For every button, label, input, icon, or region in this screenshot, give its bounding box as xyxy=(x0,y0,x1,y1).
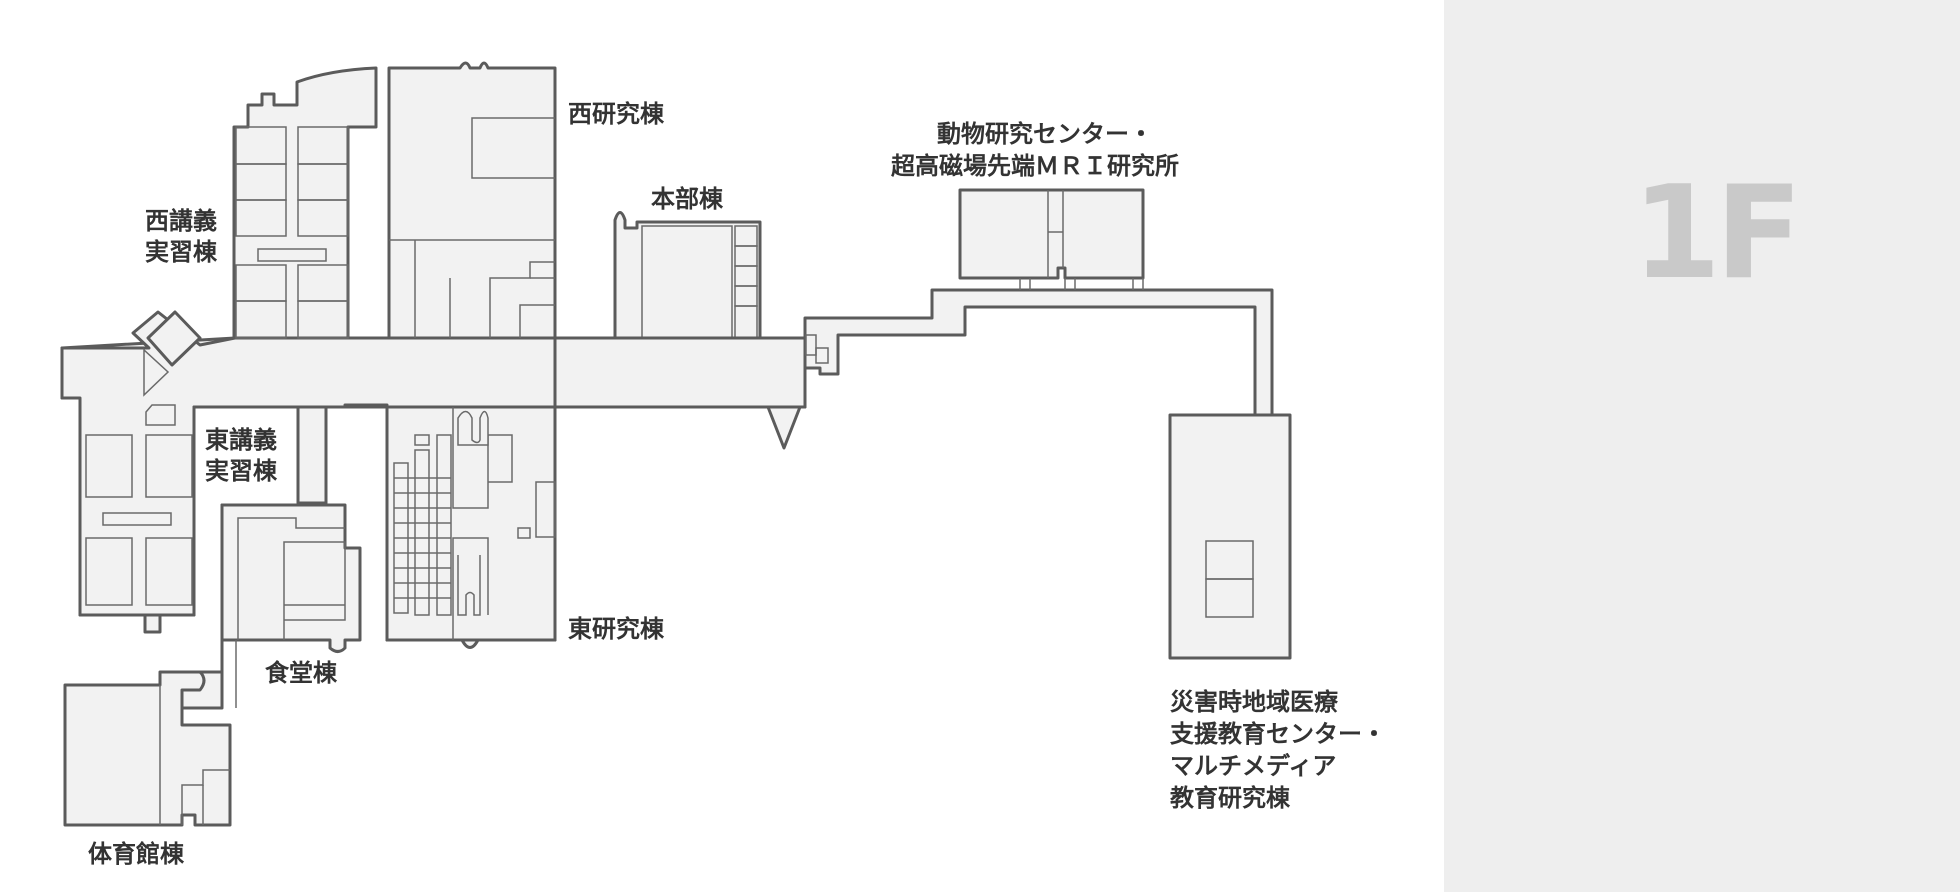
animal-research-label-line1: 動物研究センター・ xyxy=(937,120,1153,148)
gymnasium-building[interactable] xyxy=(63,670,232,827)
east-research-label: 東研究棟 xyxy=(568,615,665,643)
disaster-medical-label-line1: 災害時地域医療 xyxy=(1170,688,1339,716)
west-lecture-building[interactable] xyxy=(232,66,378,340)
west-research-building[interactable] xyxy=(387,61,557,340)
diamond-feature[interactable] xyxy=(146,310,202,367)
entrance-arrow[interactable] xyxy=(766,405,802,450)
floor-plan: 西講義 実習棟 西研究棟 本部棟 動物研究センター・ 超高磁場先端ＭＲＩ研究所 … xyxy=(60,61,1386,868)
gymnasium-label: 体育館棟 xyxy=(88,840,185,868)
east-lecture-label-line2: 実習棟 xyxy=(205,457,278,485)
east-corridor-extension[interactable] xyxy=(553,336,807,409)
cafeteria-rooms xyxy=(237,517,346,640)
headquarters-label: 本部棟 xyxy=(651,185,724,213)
floor-indicator-panel: 1F xyxy=(1444,0,1960,892)
west-research-rooms xyxy=(389,117,555,338)
animal-research-building[interactable] xyxy=(958,188,1145,280)
triangle-feature xyxy=(143,348,170,397)
east-link-details xyxy=(805,334,829,364)
east-lecture-label: 東講義 実習棟 xyxy=(205,426,278,485)
floor-label: 1F xyxy=(1632,159,1802,308)
west-research-label: 西研究棟 xyxy=(568,100,665,128)
west-lecture-label-line1: 西講義 xyxy=(145,207,217,235)
animal-research-label: 動物研究センター・ 超高磁場先端ＭＲＩ研究所 xyxy=(891,120,1179,180)
west-lecture-label-line2: 実習棟 xyxy=(145,238,218,266)
west-lecture-rooms xyxy=(235,126,349,339)
west-lecture-label: 西講義 実習棟 xyxy=(145,207,218,266)
west-lower-rooms xyxy=(85,404,193,606)
animal-research-label-line2: 超高磁場先端ＭＲＩ研究所 xyxy=(891,152,1179,180)
disaster-medical-label-line3: マルチメディア xyxy=(1170,752,1336,780)
east-lecture-building[interactable] xyxy=(192,405,328,505)
disaster-medical-rooms xyxy=(1205,540,1254,618)
disaster-medical-label-line4: 教育研究棟 xyxy=(1170,784,1291,812)
east-research-rooms xyxy=(414,407,556,640)
disaster-medical-building[interactable] xyxy=(1168,413,1292,660)
disaster-medical-label-line2: 支援教育センター・ xyxy=(1170,720,1386,748)
gymnasium-rooms xyxy=(159,685,230,825)
east-lecture-label-line1: 東講義 xyxy=(205,426,277,454)
east-research-lockers xyxy=(393,434,452,616)
cafeteria-building[interactable] xyxy=(220,503,362,653)
headquarters-building[interactable] xyxy=(613,211,762,340)
east-link-corridor[interactable] xyxy=(803,288,1274,417)
cafeteria-label: 食堂棟 xyxy=(265,659,338,687)
animal-research-rooms xyxy=(1019,190,1144,290)
disaster-medical-label: 災害時地域医療 支援教育センター・ マルチメディア 教育研究棟 xyxy=(1170,688,1386,812)
